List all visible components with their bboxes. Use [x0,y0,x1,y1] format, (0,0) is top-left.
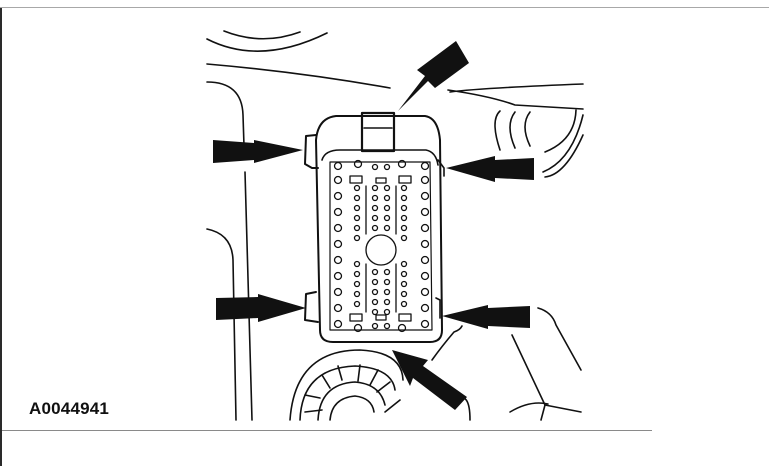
arrow-right-lower [442,305,530,329]
top-rule [0,7,769,8]
grommet [289,349,404,421]
arrow-top-right [398,41,469,111]
arrow-bottom-right [392,350,467,410]
left-border [0,8,2,466]
connector-body [304,111,445,343]
figure-id-label: A0044941 [29,399,110,418]
background-contours [206,30,584,421]
pin-cavities [333,159,430,333]
arrow-right-upper [446,156,534,182]
bottom-rule [2,430,652,431]
arrow-left-upper [213,140,303,163]
arrow-left-lower [216,294,306,322]
